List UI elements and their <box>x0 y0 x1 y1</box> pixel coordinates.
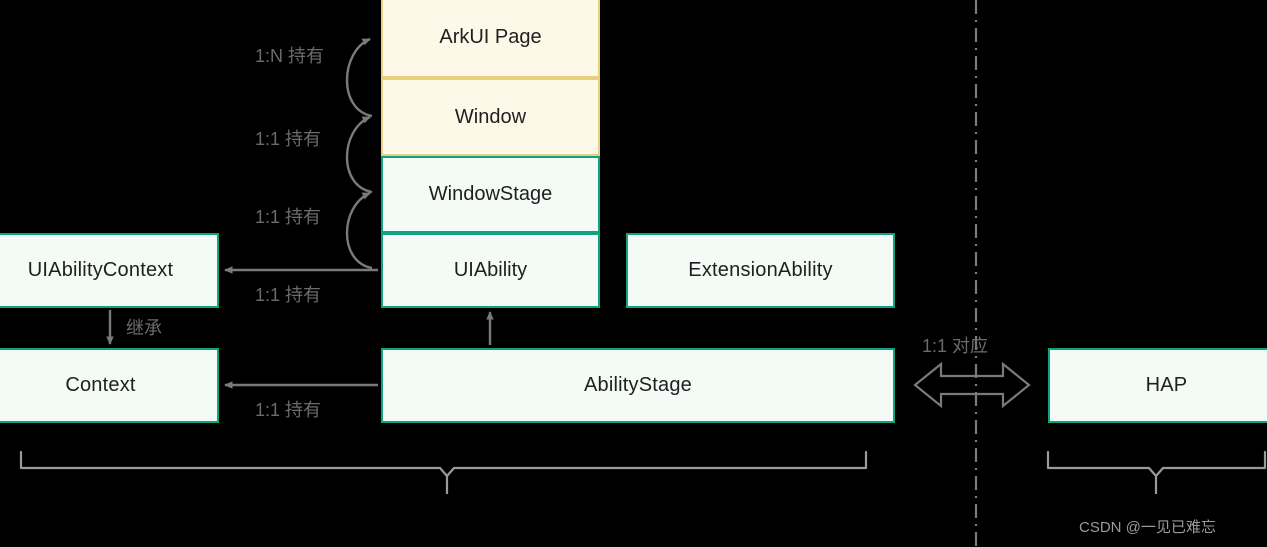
box-arkui-page: ArkUI Page <box>381 0 600 78</box>
label-window-hold: 1:1 持有 <box>255 129 322 149</box>
box-ui-ability-context: UIAbilityContext <box>0 233 219 308</box>
watermark-credit: CSDN @一见已难忘 <box>1079 519 1216 536</box>
double-arrow-abilitystage-hap <box>913 361 1031 409</box>
box-window: Window <box>381 78 600 156</box>
box-extension-ability-label: ExtensionAbility <box>688 259 833 281</box>
box-ui-ability-context-label: UIAbilityContext <box>27 259 174 281</box>
brace-hap-group <box>1046 450 1267 478</box>
box-window-stage: WindowStage <box>381 156 600 233</box>
label-page-hold: 1:N 持有 <box>255 46 325 66</box>
box-arkui-page-label: ArkUI Page <box>439 25 542 48</box>
box-context: Context <box>0 348 219 423</box>
box-ui-ability: UIAbility <box>381 233 600 308</box>
arrow-window-to-arkui-page <box>345 37 373 118</box>
box-ability-stage: AbilityStage <box>381 348 895 423</box>
box-hap: HAP <box>1048 348 1267 423</box>
brace-app-group <box>19 450 868 478</box>
box-ui-ability-label: UIAbility <box>453 259 528 281</box>
box-hap-label: HAP <box>1145 374 1188 396</box>
arrow-uiability-to-windowstage <box>345 191 373 270</box>
box-extension-ability: ExtensionAbility <box>626 233 895 308</box>
label-hap-map: 1:1 对应 <box>922 336 989 356</box>
arrow-windowstage-to-window <box>345 115 373 194</box>
box-ability-stage-label: AbilityStage <box>583 374 692 396</box>
box-window-label: Window <box>454 105 527 128</box>
box-window-stage-label: WindowStage <box>428 183 553 205</box>
label-inherit: 继承 <box>126 318 162 338</box>
label-stage-hold: 1:1 持有 <box>255 207 322 227</box>
box-context-label: Context <box>65 374 136 396</box>
label-context-hold: 1:1 持有 <box>255 400 322 420</box>
label-ability-hold: 1:1 持有 <box>255 285 322 305</box>
